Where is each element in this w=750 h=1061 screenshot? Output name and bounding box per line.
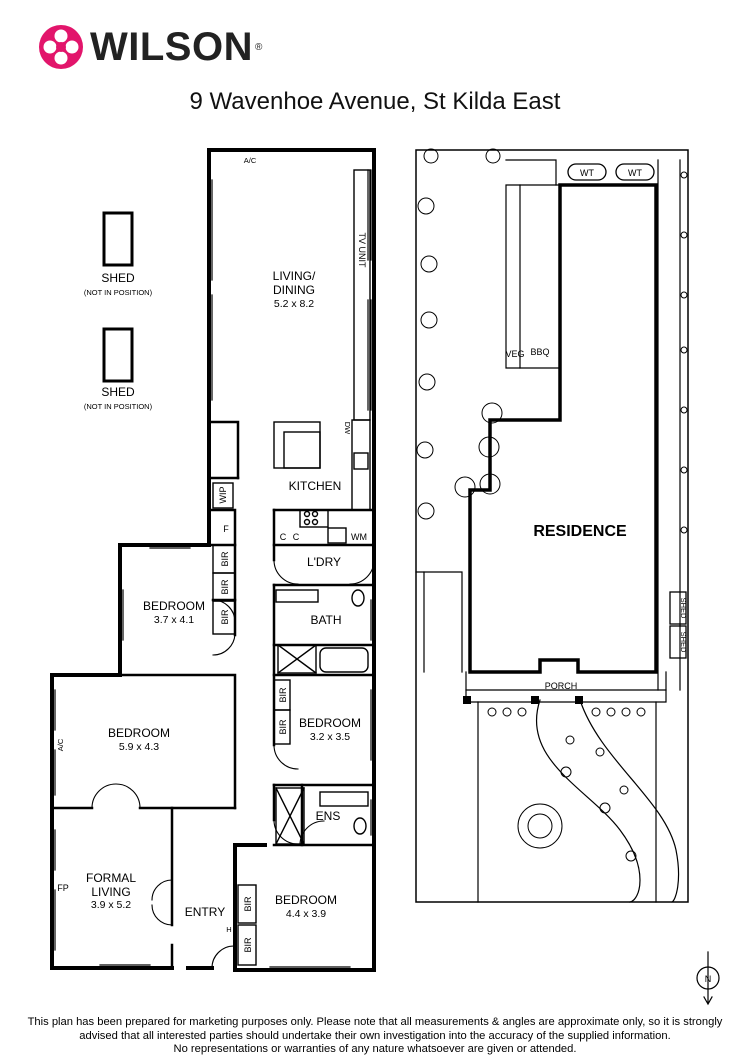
bir-label-3: BIR xyxy=(220,609,230,625)
veg-label: VEG xyxy=(505,349,524,359)
ac-label-bedroom: A/C xyxy=(56,738,65,751)
bedroom-d-dim: 4.4 x 3.9 xyxy=(286,908,326,920)
bedroom-c-name: BEDROOM xyxy=(299,716,361,730)
bedroom-a-name: BEDROOM xyxy=(143,599,205,613)
cupboard-label-1: C xyxy=(280,532,287,542)
site-boundary xyxy=(415,149,689,903)
wt-label-1: WT xyxy=(580,168,594,178)
bir-label-5: BIR xyxy=(278,719,288,735)
property-address: 9 Wavenhoe Avenue, St Kilda East xyxy=(189,88,561,115)
living-name-2: DINING xyxy=(273,283,315,297)
bir-label-2: BIR xyxy=(220,579,230,595)
ens-name: ENS xyxy=(316,809,341,823)
bir-label-1: BIR xyxy=(220,551,230,567)
disclaimer-line-3: No representations or warranties of any … xyxy=(173,1043,577,1055)
bedroom-d-name: BEDROOM xyxy=(275,893,337,907)
compass-icon xyxy=(696,951,720,1006)
disclaimer-line-1: This plan has been prepared for marketin… xyxy=(27,1016,723,1028)
site-shed-label-1: SHED xyxy=(679,598,688,619)
fixture-labels: TV UNIT A/C A/C WIP F BIR BIR BIR BIR BI… xyxy=(56,156,367,953)
kitchen-name: KITCHEN xyxy=(289,479,342,493)
living-dim: 5.2 x 8.2 xyxy=(274,298,314,310)
site-fixtures xyxy=(567,163,687,659)
shed-2-label: SHED xyxy=(101,385,135,399)
bedroom-c-dim: 3.2 x 3.5 xyxy=(310,731,350,743)
formal-name-1: FORMAL xyxy=(86,871,136,885)
brand-name: WILSON xyxy=(90,24,253,69)
residence-label: RESIDENCE xyxy=(533,523,627,540)
room-labels: LIVING/ DINING 5.2 x 8.2 KITCHEN L'DRY B… xyxy=(86,269,361,920)
ac-label-living: A/C xyxy=(244,156,257,165)
bir-label-4: BIR xyxy=(278,687,288,703)
fixtures xyxy=(102,169,371,966)
compass-label: N xyxy=(705,974,712,984)
site-labels: RESIDENCE PORCH VEG BBQ WT WT SHED SHED … xyxy=(505,168,711,984)
porch-label: PORCH xyxy=(545,681,578,691)
laundry-name: L'DRY xyxy=(307,555,341,569)
windows xyxy=(51,169,375,971)
bedroom-b-name: BEDROOM xyxy=(108,726,170,740)
brand-registered-mark: ® xyxy=(254,41,263,53)
tv-unit-label: TV UNIT xyxy=(357,233,367,269)
bedroom-a-dim: 3.7 x 4.1 xyxy=(154,614,194,626)
disclaimer: This plan has been prepared for marketin… xyxy=(20,1016,730,1057)
entry-name: ENTRY xyxy=(185,905,225,919)
wip-label: WIP xyxy=(218,487,228,504)
site-shed-label-2: SHED xyxy=(679,632,688,653)
cupboard-label-2: C xyxy=(293,532,300,542)
formal-name-2: LIVING xyxy=(91,885,130,899)
brand-logo: WILSON® xyxy=(38,24,262,70)
bbq-label: BBQ xyxy=(530,347,549,357)
bir-label-6: BIR xyxy=(243,896,253,912)
shed-1-label: SHED xyxy=(101,271,135,285)
brand-mark-icon xyxy=(39,25,83,69)
bir-label-7: BIR xyxy=(243,937,253,953)
shed-1-note: (NOT IN POSITION) xyxy=(84,288,153,297)
disclaimer-line-2: advised that all interested parties shou… xyxy=(79,1029,671,1042)
site-lines xyxy=(415,159,681,903)
porch-posts xyxy=(463,696,583,704)
residence-outline xyxy=(468,183,658,674)
living-name-1: LIVING/ xyxy=(273,269,316,283)
formal-dim: 3.9 x 5.2 xyxy=(91,899,131,911)
wm-label: WM xyxy=(351,532,367,542)
h-label: H xyxy=(226,925,231,934)
bedroom-b-dim: 5.9 x 4.3 xyxy=(119,741,159,753)
f-label: F xyxy=(223,524,229,534)
trees xyxy=(416,148,688,862)
bath-name: BATH xyxy=(310,613,341,627)
shed-2-note: (NOT IN POSITION) xyxy=(84,402,153,411)
wt-label-2: WT xyxy=(628,168,642,178)
fp-label: FP xyxy=(57,883,69,893)
dw-label: DW xyxy=(343,422,352,435)
